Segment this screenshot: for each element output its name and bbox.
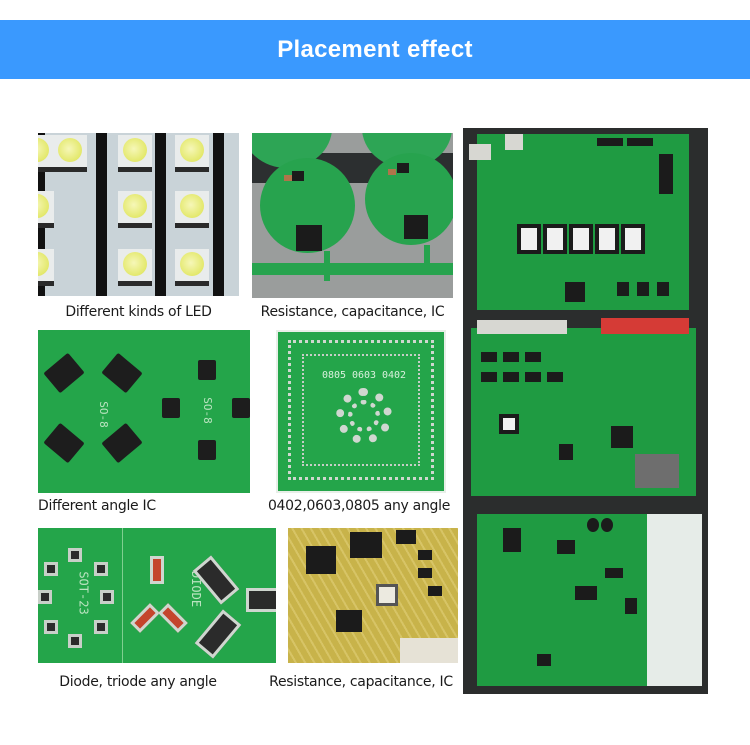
caption-different-angle-ic: Different angle IC bbox=[38, 498, 156, 514]
caption-led: Different kinds of LED bbox=[65, 304, 212, 320]
banner-title: Placement effect bbox=[277, 35, 473, 63]
gold-pcb-photo bbox=[288, 528, 458, 663]
silkscreen-sot23: SOT-23 bbox=[76, 571, 91, 615]
assembled-pcb-photo-3 bbox=[477, 514, 702, 686]
header-banner: Placement effect bbox=[0, 20, 750, 79]
assembled-pcb-photo-1 bbox=[469, 134, 689, 310]
silkscreen-so8-right: SO-8 bbox=[200, 397, 214, 424]
caption-resistor-sizes: 0402,0603,0805 any angle bbox=[267, 498, 451, 514]
round-pcb-photo bbox=[252, 133, 453, 298]
caption-resistance-capacitance-ic-1: Resistance, capacitance, IC bbox=[260, 304, 445, 320]
led-photo bbox=[38, 133, 239, 296]
diode-triode-photo: SOT-23 DIODE bbox=[38, 528, 276, 663]
caption-diode-triode: Diode, triode any angle bbox=[59, 674, 217, 690]
chip-resistor-ring-photo: 0805 0603 0402 bbox=[276, 330, 446, 493]
silkscreen-0402: 0402 bbox=[382, 370, 407, 381]
assembled-pcb-photo-2 bbox=[471, 318, 696, 496]
angled-ic-photo: SO-8 SO-8 bbox=[38, 330, 250, 493]
silkscreen-0805: 0805 bbox=[322, 370, 347, 381]
silkscreen-so8-left: SO-8 bbox=[96, 401, 110, 428]
silkscreen-0603: 0603 bbox=[352, 370, 377, 381]
assembled-pcb-column bbox=[463, 128, 708, 694]
caption-resistance-capacitance-ic-2: Resistance, capacitance, IC bbox=[269, 674, 453, 690]
